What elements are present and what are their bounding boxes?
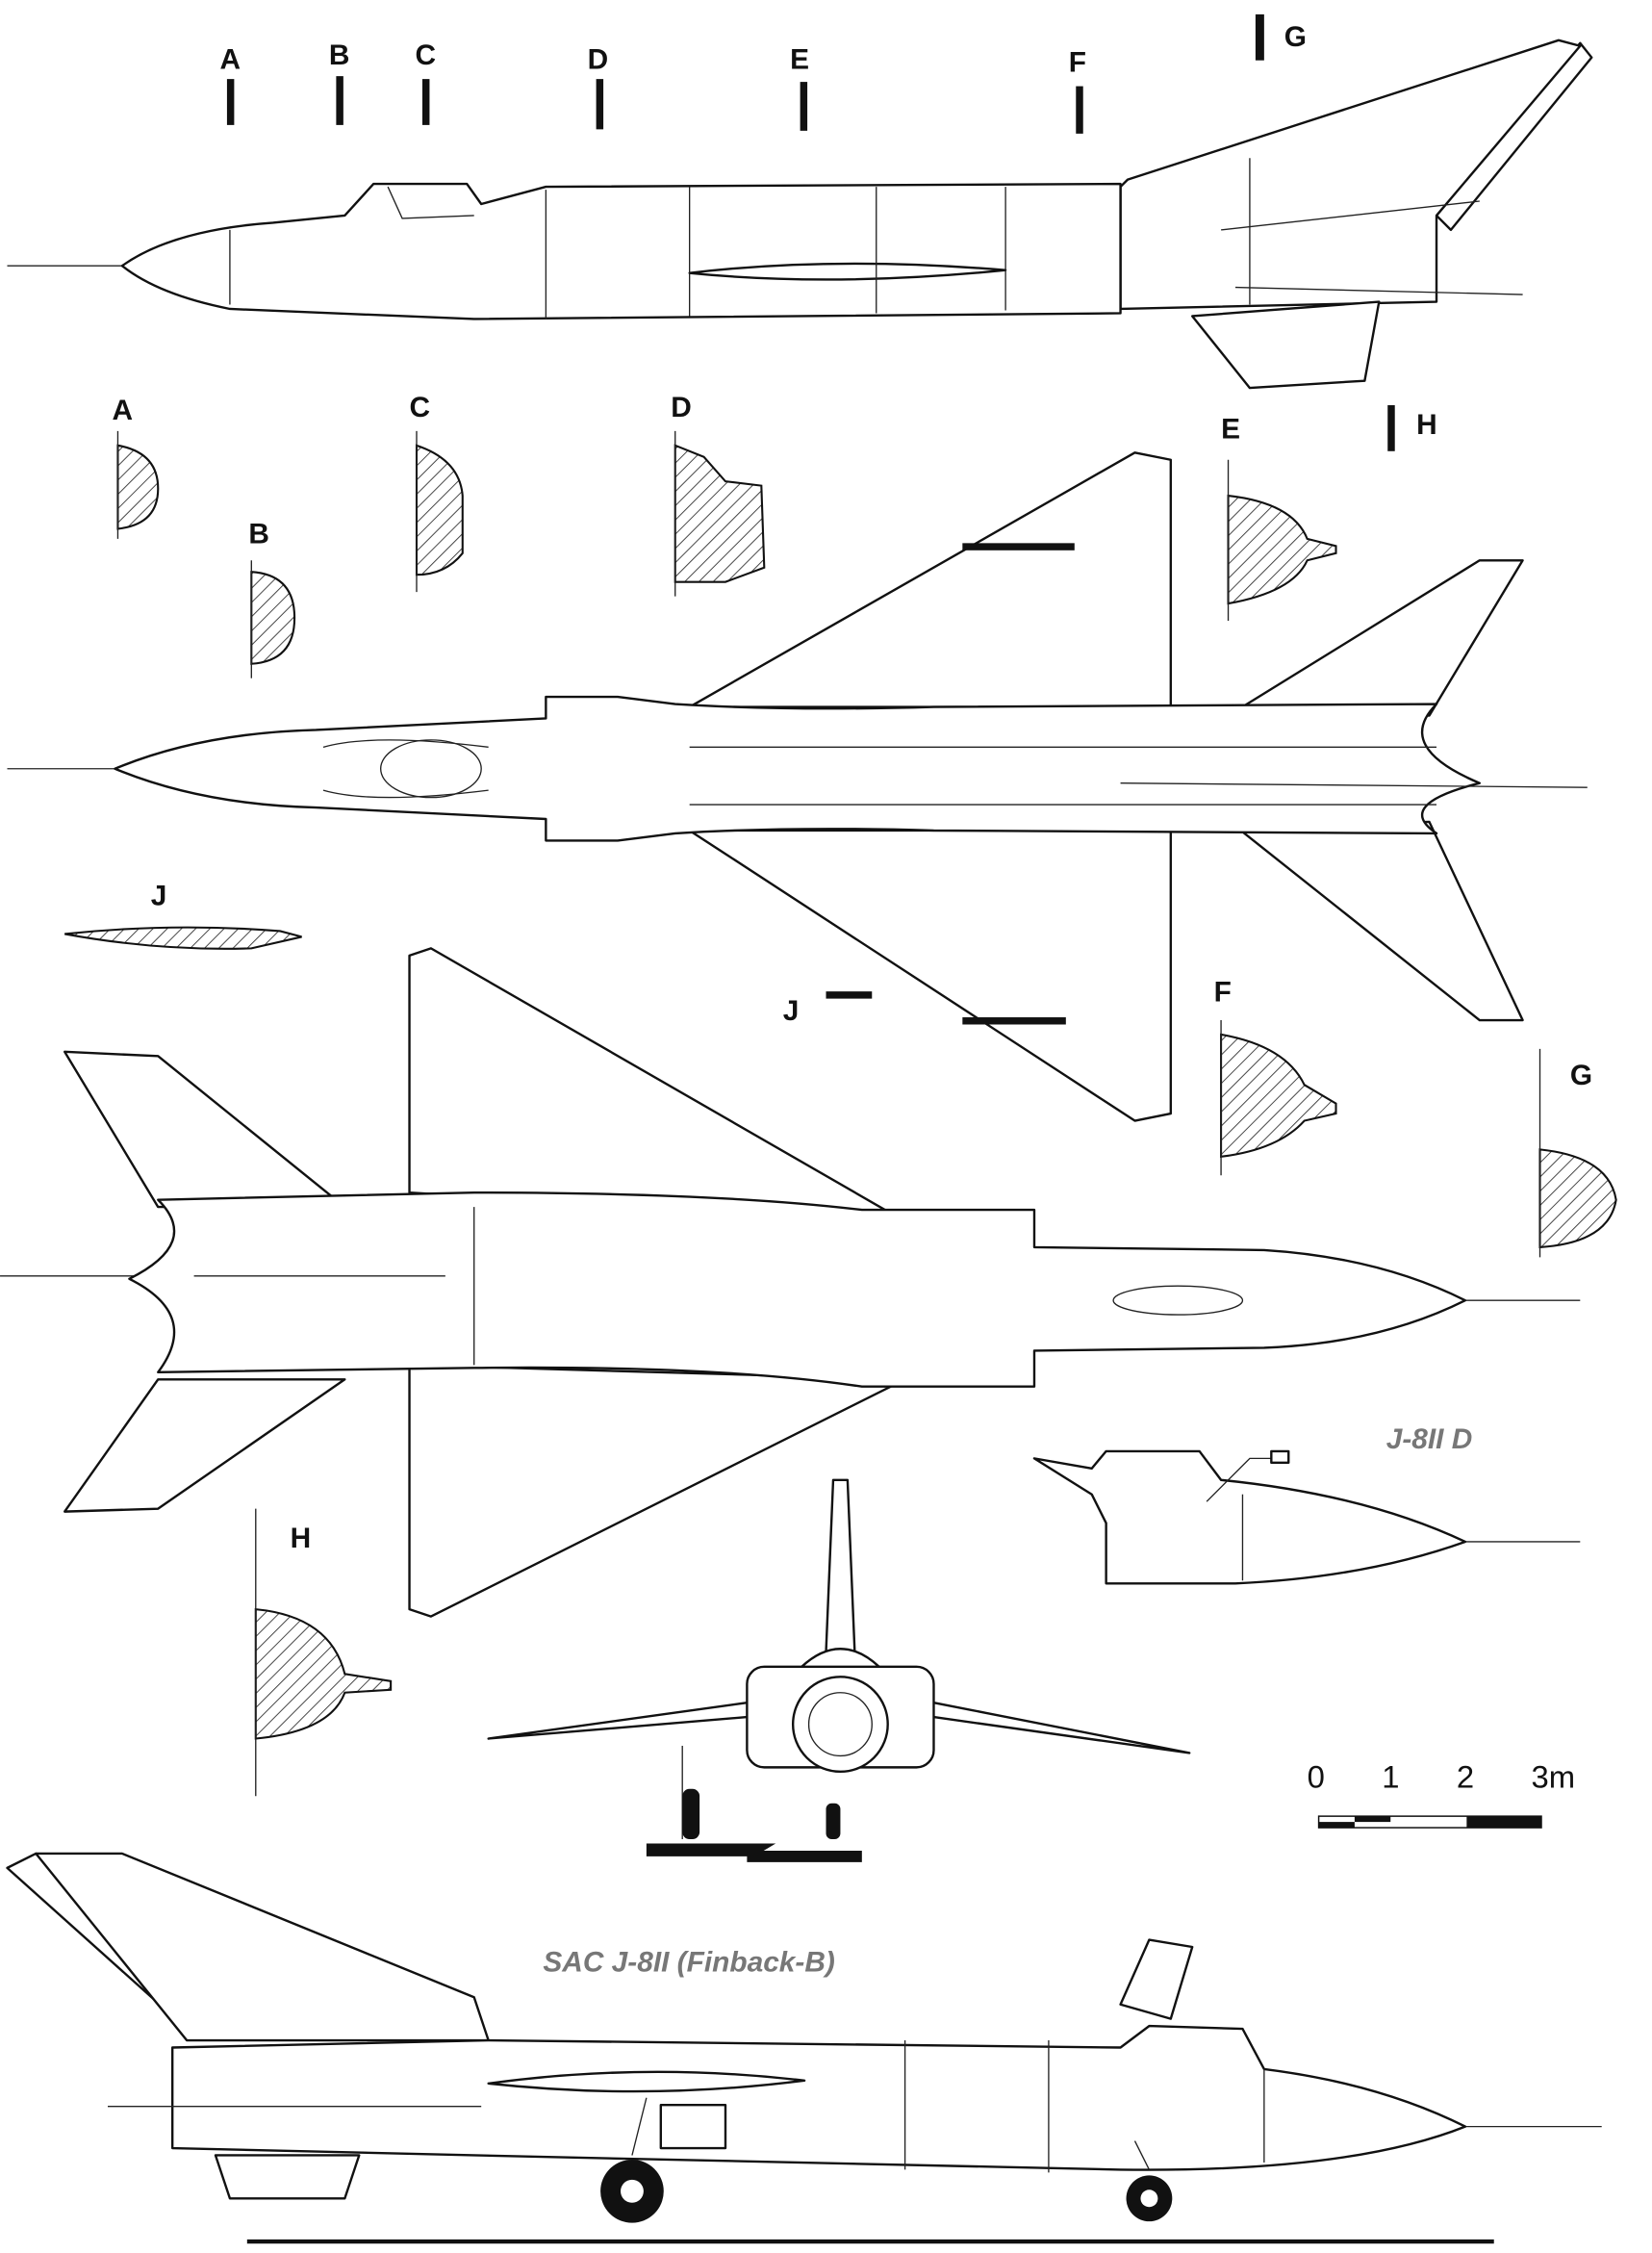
marker-F: F	[1069, 47, 1086, 79]
scale-tick-0: 0	[1308, 1758, 1325, 1794]
marker-C: C	[416, 39, 437, 71]
marker-J: J	[783, 995, 800, 1027]
marker-E: E	[790, 44, 809, 76]
scale-tick-3m: 3m	[1532, 1758, 1576, 1794]
side-view-bottom: SAC J-8II (Finback-B)	[6, 1852, 1602, 2244]
plan-view-bottom	[0, 947, 1581, 1618]
side-view-top: A B C D E F G	[7, 13, 1593, 390]
j8iid-nose-view: J-8II D	[1032, 1423, 1581, 1585]
section-A-label: A	[112, 395, 133, 426]
main-title: SAC J-8II (Finback-B)	[543, 1946, 835, 1978]
front-view	[487, 1478, 1191, 1862]
marker-H: H	[1416, 409, 1437, 441]
section-D-label: D	[671, 392, 692, 423]
marker-G: G	[1284, 21, 1307, 53]
section-markers: A B C D E F G	[219, 13, 1307, 134]
section-J-label: J	[151, 881, 167, 912]
variant-title: J-8II D	[1386, 1423, 1473, 1455]
section-G-label: G	[1570, 1060, 1592, 1091]
scale-bar: 0 1 2 3m	[1308, 1758, 1576, 1829]
cross-sections: A B C D E F G H J	[64, 392, 1617, 1797]
marker-A: A	[219, 44, 241, 76]
marker-B: B	[329, 39, 350, 71]
section-E-label: E	[1221, 413, 1240, 445]
marker-D: D	[588, 44, 609, 76]
section-B-label: B	[248, 518, 269, 550]
scale-tick-1: 1	[1382, 1758, 1399, 1794]
section-H-label: H	[291, 1523, 312, 1554]
scale-tick-2: 2	[1457, 1758, 1474, 1794]
section-C-label: C	[410, 392, 431, 423]
plan-view-top: H J	[7, 405, 1588, 1122]
section-F-label: F	[1214, 977, 1232, 1009]
